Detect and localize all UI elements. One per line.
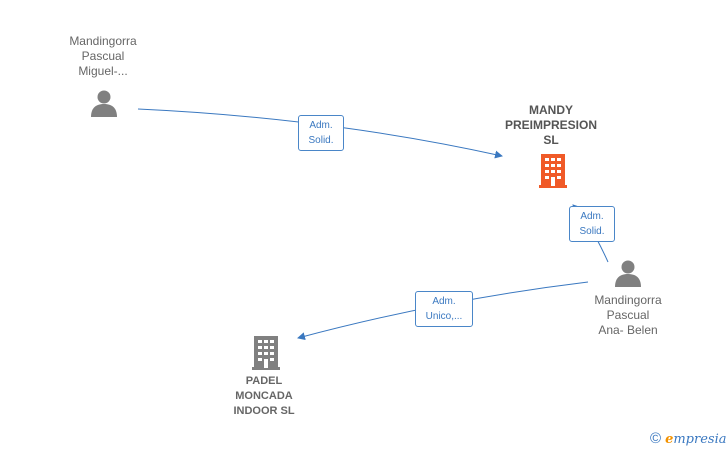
- brand-e-letter: e: [665, 432, 674, 447]
- node-label-line: Pascual: [81, 49, 125, 63]
- brand-name-rest: mpresia: [673, 432, 727, 447]
- node-label-line: Mandingorra: [594, 293, 662, 307]
- building-icon[interactable]: [250, 334, 282, 370]
- edge-label-line: Adm.: [309, 120, 333, 131]
- person-node-ana-belen[interactable]: Mandingorra Pascual Ana- Belen: [573, 293, 683, 338]
- edge-label-line: Solid.: [308, 135, 334, 146]
- person-icon[interactable]: [613, 258, 643, 288]
- edge-label-adm-unico[interactable]: Adm. Unico,...: [415, 291, 473, 327]
- node-label-line: MANDY: [529, 103, 573, 117]
- person-node-miguel[interactable]: Mandingorra Pascual Miguel-...: [48, 34, 158, 79]
- building-icon[interactable]: [537, 152, 569, 188]
- edge-label-line: Adm.: [432, 296, 456, 307]
- company-node-mandy-preimpresion[interactable]: MANDY PREIMPRESION SL: [490, 103, 612, 148]
- node-label-line: SL: [543, 133, 559, 147]
- node-label-line: PADEL: [245, 375, 283, 387]
- person-icon[interactable]: [89, 88, 119, 118]
- edge-label-adm-solid[interactable]: Adm. Solid.: [298, 115, 344, 151]
- edge-label-line: Solid.: [579, 226, 605, 237]
- node-label-line: INDOOR SL: [233, 405, 295, 417]
- empresia-brand: ©empresia: [650, 430, 726, 447]
- node-label-line: Ana- Belen: [598, 323, 658, 337]
- node-label-line: Miguel-...: [78, 64, 128, 78]
- node-label-line: Pascual: [606, 308, 650, 322]
- edge-label-line: Unico,...: [425, 311, 463, 322]
- edge-label-line: Adm.: [580, 211, 604, 222]
- company-node-padel-moncada[interactable]: PADEL MONCADA INDOOR SL: [209, 374, 319, 419]
- copyright-symbol: ©: [650, 430, 662, 447]
- node-label-line: Mandingorra: [69, 34, 137, 48]
- node-label-line: MONCADA: [235, 390, 293, 402]
- node-label-line: PREIMPRESION: [504, 118, 597, 132]
- edge-label-adm-solid[interactable]: Adm. Solid.: [569, 206, 615, 242]
